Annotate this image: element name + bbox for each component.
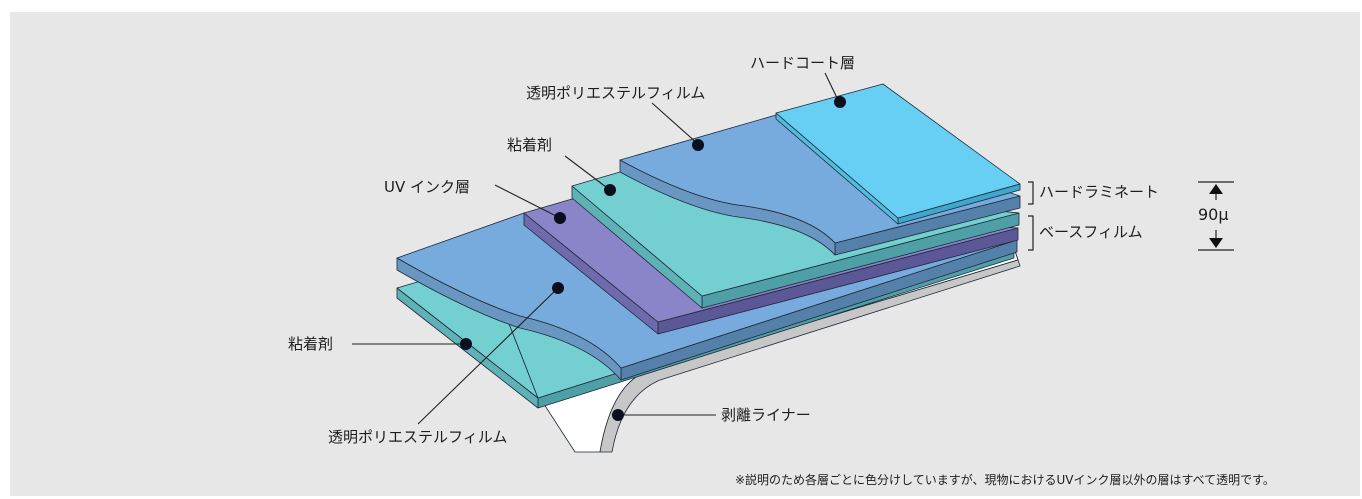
marker-dots [460,96,846,421]
label-bottom-adhesive: 粘着剤 [288,335,334,353]
layer-structure-diagram [352,72,1234,453]
footnote: ※説明のため各層ごとに色分けしていますが、現物におけるUVインク層以外の層はすべ… [735,473,1275,487]
label-top-adhesive: 粘着剤 [507,136,553,154]
label-release-liner: 剥離ライナー [721,406,811,424]
thickness-indicator [1198,181,1234,251]
label-base-film: ベースフィルム [1039,223,1143,241]
brackets [1028,181,1034,251]
hard-coat-layer [775,83,1021,225]
label-top-pet-film: 透明ポリエステルフィルム [526,84,706,102]
label-thickness: 90μ [1198,205,1229,224]
label-hard-laminate: ハードラミネート [1039,183,1160,201]
leader-lines [352,72,839,425]
label-uv-ink: UV インク層 [384,178,471,196]
label-bottom-pet-film: 透明ポリエステルフィルム [328,428,508,446]
label-hard-coat: ハードコート層 [750,54,856,72]
diagram-panel: ハードコート層 透明ポリエステルフィルム 粘着剤 UV インク層 粘着剤 透明ポ… [10,12,1360,496]
